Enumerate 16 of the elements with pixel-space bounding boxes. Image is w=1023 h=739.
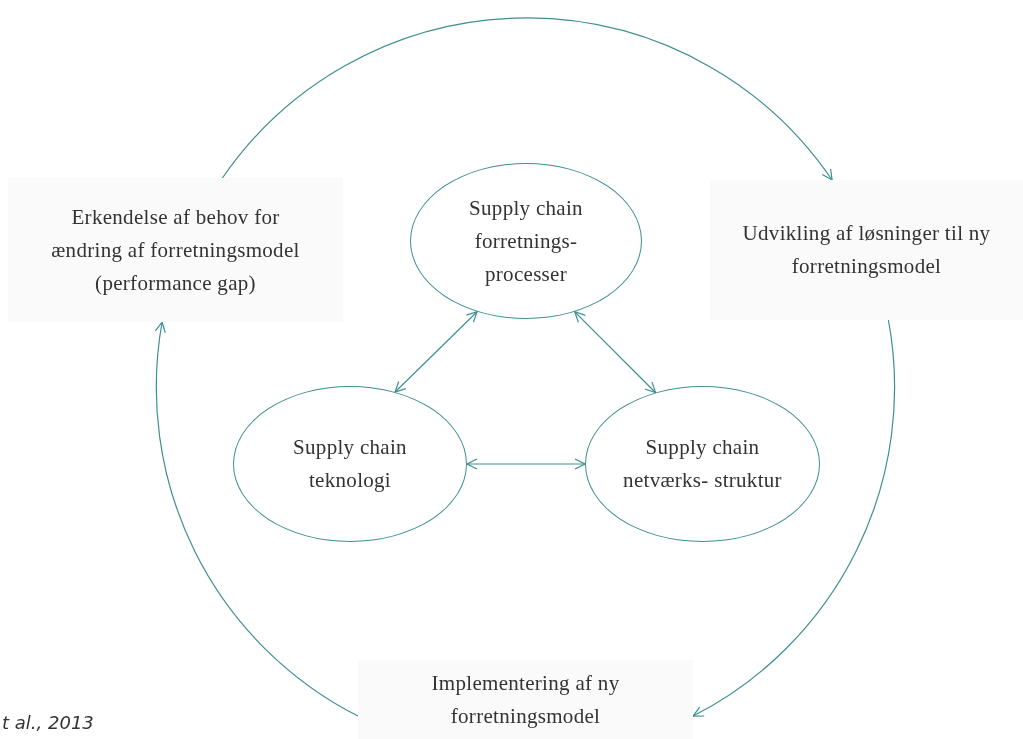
node-text: Erkendelse af behov for ændring af forretningsmodel (performance gap) xyxy=(50,203,301,297)
node-text: Udvikling af løsninger til ny forretningsmodel xyxy=(741,220,992,280)
citation-text: t al., 2013 xyxy=(2,712,94,733)
text-box xyxy=(8,178,343,322)
node-text: Supply chain netværks- struktur xyxy=(622,434,783,494)
node-text: Supply chain forretnings- processer xyxy=(468,194,584,288)
text-box xyxy=(358,660,693,739)
arrow xyxy=(466,458,586,470)
arrow xyxy=(574,311,657,394)
arrow xyxy=(394,311,478,393)
arrow xyxy=(155,321,359,717)
arrow xyxy=(221,18,833,181)
text-box xyxy=(710,180,1023,320)
arrow xyxy=(692,319,895,717)
node-text: Supply chain teknologi xyxy=(292,434,408,494)
node-text: Implementering af ny forretningsmodel xyxy=(430,669,621,730)
